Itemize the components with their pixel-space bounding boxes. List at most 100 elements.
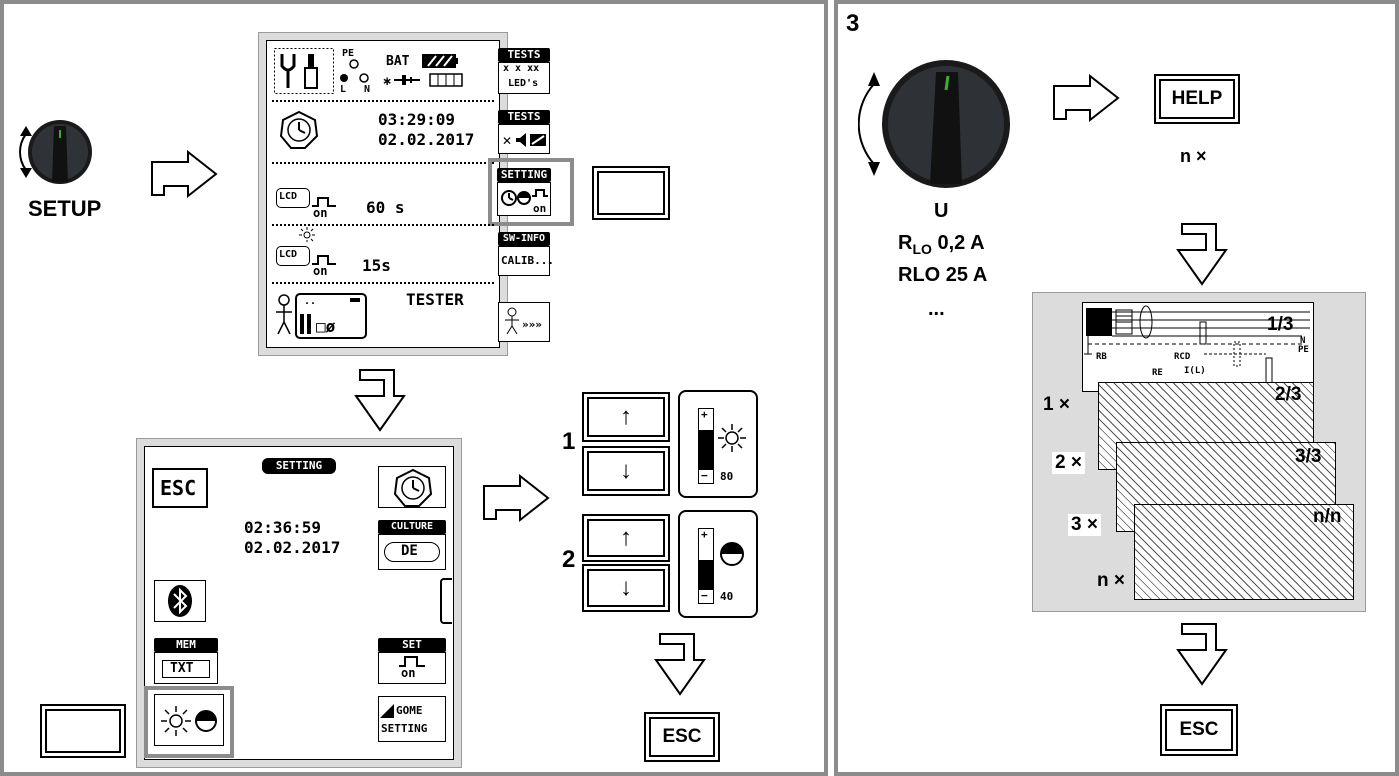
- esc-key-right[interactable]: ESC: [1160, 704, 1238, 756]
- esc-key-label: ESC: [662, 726, 702, 747]
- bat-label: BAT: [386, 54, 410, 69]
- svg-text:∗: ∗: [382, 74, 392, 88]
- n-label: N: [364, 84, 371, 95]
- gome-label: GOME: [396, 704, 423, 717]
- culture-header: CULTURE: [378, 520, 446, 534]
- setting-key[interactable]: [497, 182, 551, 216]
- gauge-plus: +: [701, 528, 708, 541]
- row-divider: [272, 224, 494, 226]
- setting-time: 02:36:59: [244, 518, 322, 537]
- page-3-count: 3 ×: [1068, 514, 1101, 536]
- row-divider: [272, 100, 494, 102]
- setup-label: SETUP: [28, 196, 102, 221]
- bluetooth-icon: [168, 585, 192, 617]
- esc-key-left[interactable]: ESC: [644, 712, 720, 762]
- pulse-icon: [399, 656, 425, 667]
- pe-connection-icon: [340, 59, 369, 83]
- gauge-minus: −: [701, 469, 708, 482]
- page-n-count: n ×: [1097, 570, 1125, 591]
- tester-key[interactable]: [498, 302, 550, 342]
- gome-setting-label: SETTING: [381, 722, 428, 735]
- circuit-diagram: [1084, 305, 1310, 387]
- culture-oval: [384, 542, 440, 562]
- sw-info-key[interactable]: [498, 246, 550, 276]
- clock-softkey[interactable]: [378, 466, 446, 508]
- tester-run-icon: [505, 307, 519, 335]
- svg-text:..: ..: [304, 296, 316, 307]
- signal-icon: [380, 704, 394, 718]
- flow-arrow-down-2: [654, 633, 706, 696]
- row-divider: [272, 282, 494, 284]
- up-arrow-icon: ↑: [620, 524, 632, 551]
- mode-u: U: [934, 200, 949, 222]
- set-on-label: on: [401, 666, 416, 680]
- up-arrow-icon: ↑: [620, 403, 632, 430]
- flow-arrow-down-3: [1176, 223, 1228, 286]
- page-2-label: 2/3: [1275, 384, 1302, 405]
- page-4-label: n/n: [1313, 506, 1342, 527]
- esc-softkey[interactable]: [152, 468, 208, 508]
- gome-setting-softkey[interactable]: [378, 696, 446, 742]
- rlo-r: R: [898, 232, 913, 254]
- circuit-pe: PE: [1298, 345, 1309, 355]
- rotary-switch-knob[interactable]: [858, 54, 1018, 194]
- circuit-rcd: RCD: [1174, 352, 1191, 362]
- gauge-fill: [698, 430, 714, 470]
- brightness-key-highlight: [144, 686, 234, 758]
- mode-rlo-25: RLO 25 A: [898, 264, 988, 286]
- gauge-plus: +: [701, 408, 708, 421]
- wrench-screwdriver-icon: [274, 48, 334, 94]
- brightness-up-key[interactable]: ↑: [582, 392, 670, 442]
- setting-icons: [501, 189, 548, 206]
- circuit-re: RE: [1152, 368, 1163, 378]
- brightness-down-key[interactable]: ↓: [582, 446, 670, 496]
- flow-arrow-right-1: [151, 150, 218, 199]
- calib-label: CALIB...: [501, 254, 554, 267]
- setting-header: SETTING: [497, 168, 551, 182]
- step-3-label: 3: [846, 10, 860, 37]
- clock-time: 03:29:09: [378, 110, 456, 129]
- gauge-fill: [698, 560, 714, 590]
- leds-label: LED's: [508, 78, 539, 89]
- flow-arrow-right-3: [1053, 74, 1120, 123]
- softkey-edge: [440, 578, 452, 624]
- rlo-sub: LO: [912, 241, 932, 257]
- down-arrow-icon: ↓: [620, 574, 632, 601]
- lcd-timeout-value: 60 s: [366, 198, 405, 217]
- sun-small-icon: [299, 227, 315, 242]
- tester-person-icon: .. □ø: [276, 293, 367, 339]
- tester-chevrons: »»»: [522, 318, 542, 331]
- softkey-blank-1[interactable]: [592, 166, 670, 220]
- setting-title: SETTING: [262, 458, 336, 474]
- flow-arrow-down-4: [1176, 623, 1228, 686]
- tests-leds-key[interactable]: [498, 62, 550, 94]
- circuit-rb: RB: [1096, 352, 1107, 362]
- page-2-count: 2 ×: [1052, 452, 1085, 474]
- sun-contrast-icon: [161, 706, 217, 736]
- help-key[interactable]: HELP: [1154, 74, 1240, 124]
- tester-label: TESTER: [406, 290, 464, 309]
- lcd-icon: [276, 246, 310, 266]
- l-label: L: [340, 84, 347, 95]
- contrast-up-key[interactable]: ↑: [582, 514, 670, 562]
- set-header: SET: [378, 638, 446, 652]
- contrast-down-key[interactable]: ↓: [582, 564, 670, 612]
- esc-key-label: ESC: [1179, 719, 1219, 740]
- step-1-label: 1: [562, 428, 576, 455]
- contrast-icon: [720, 542, 744, 566]
- mode-more: ...: [928, 298, 945, 320]
- lcd-icon: [276, 188, 310, 208]
- page-1-label: 1/3: [1267, 314, 1294, 335]
- on-label: on: [313, 264, 328, 278]
- page-3-label: 3/3: [1295, 446, 1322, 467]
- sun-icon: [718, 424, 746, 452]
- rotary-switch-knob[interactable]: [14, 112, 104, 192]
- flow-arrow-down-1: [354, 369, 406, 432]
- svg-text:□ø: □ø: [316, 317, 336, 336]
- lcd-label: LCD: [279, 191, 298, 202]
- softkey-blank-2[interactable]: [40, 704, 126, 758]
- clock-icon: [393, 468, 433, 507]
- lcd-label: LCD: [279, 249, 298, 260]
- contrast-gauge: [678, 510, 758, 618]
- pe-label: PE: [342, 48, 355, 59]
